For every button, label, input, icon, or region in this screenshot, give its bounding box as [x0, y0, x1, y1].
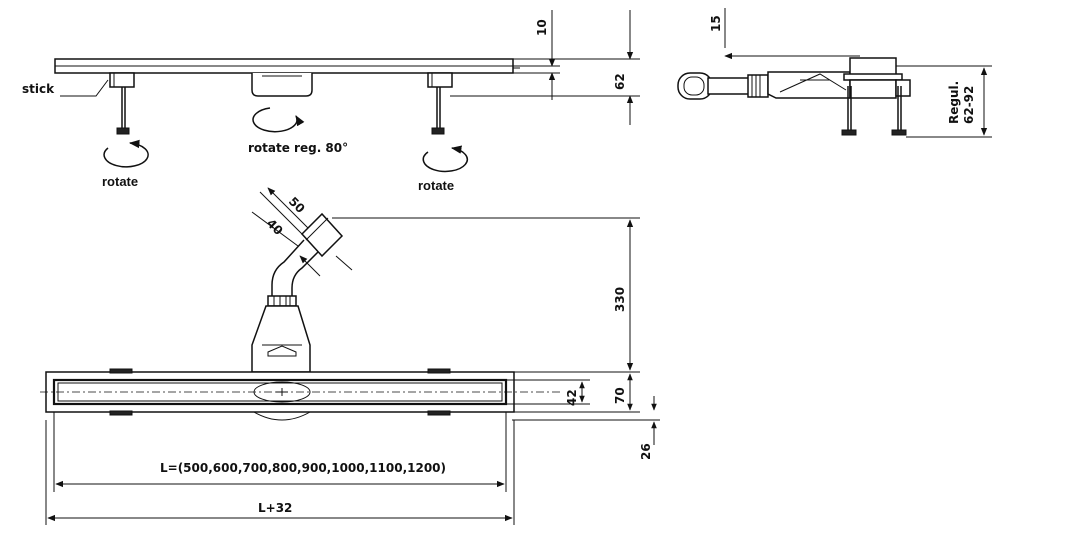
- sump-front: [251, 73, 313, 97]
- dim-channel-inner: 42: [565, 389, 579, 406]
- rotate-icon-center: rotate reg. 80°: [248, 107, 348, 155]
- rotate-label-center: rotate reg. 80°: [248, 141, 348, 155]
- rotate-label-right: rotate: [418, 178, 454, 193]
- outlet-socket: [300, 212, 344, 258]
- pipe-nut: [267, 295, 297, 307]
- rotate-icon-right: rotate: [418, 145, 469, 193]
- outlet-elbow: [271, 212, 344, 298]
- dim-body-height: 62: [613, 73, 627, 90]
- dim-total-height: 330: [613, 287, 627, 312]
- stick-label: stick: [22, 82, 55, 96]
- length-options-label: L=(500,600,700,800,900,1000,1100,1200): [160, 461, 446, 475]
- regul-label: Regul.: [947, 81, 961, 124]
- rotate-icon-left: rotate: [102, 139, 149, 189]
- top-view: 50 40 330 42 70 26 L=(500,600,700,800,90…: [40, 187, 660, 525]
- dim-flange-offset: 26: [639, 443, 653, 460]
- side-view: 15 Regul. 62-92: [677, 8, 992, 138]
- stick-leader: [60, 79, 109, 97]
- dim-channel-outer: 70: [613, 387, 627, 404]
- rotate-label-left: rotate: [102, 174, 138, 189]
- outlet-pipe: [707, 77, 753, 95]
- dim-outlet-outer: 50: [286, 194, 308, 216]
- front-view: stick rotate rotate reg. 80° rotate 10 6…: [22, 10, 640, 193]
- dim-top-thickness: 10: [535, 19, 549, 36]
- trap-funnel: [251, 305, 311, 373]
- dim-side-offset: 15: [709, 15, 723, 32]
- overall-length-label: L+32: [258, 501, 292, 515]
- regul-range: 62-92: [962, 86, 976, 124]
- trap-body-side: [767, 71, 851, 99]
